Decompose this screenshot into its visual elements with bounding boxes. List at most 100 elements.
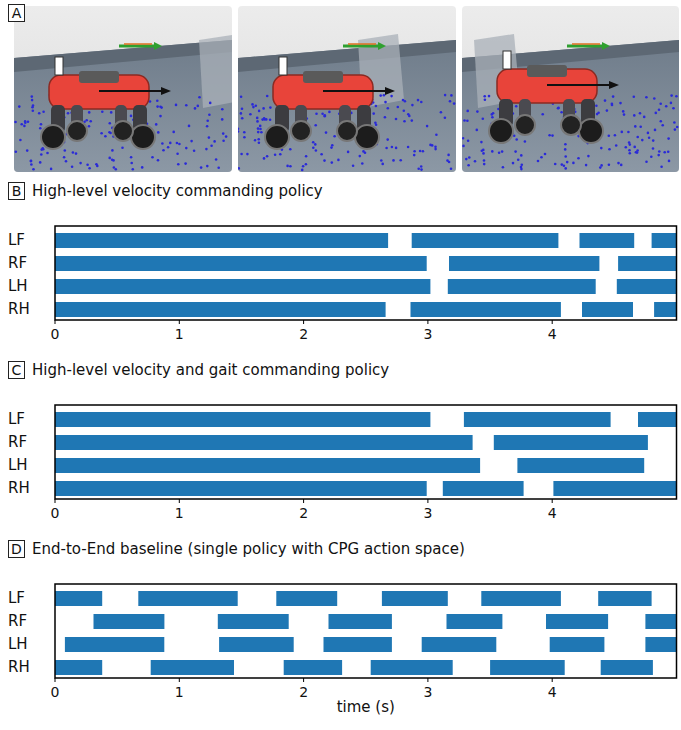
height-sample — [169, 142, 172, 145]
height-sample — [653, 97, 656, 100]
height-sample — [177, 163, 180, 166]
height-sample — [564, 155, 567, 158]
height-sample — [450, 168, 453, 171]
height-sample — [238, 128, 239, 131]
stance-bar — [598, 591, 651, 606]
height-sample — [314, 124, 317, 127]
height-sample — [498, 152, 501, 155]
height-sample — [420, 168, 423, 171]
height-sample — [258, 142, 261, 145]
tick-label: 1 — [175, 327, 184, 341]
height-sample — [411, 104, 414, 107]
height-sample — [176, 152, 179, 155]
height-sample — [315, 149, 318, 152]
height-sample — [111, 149, 114, 152]
height-sample — [474, 160, 477, 163]
height-sample — [85, 119, 88, 122]
height-sample — [636, 149, 639, 152]
height-sample — [561, 163, 564, 166]
height-sample — [629, 143, 632, 146]
height-sample — [623, 113, 626, 116]
height-sample — [481, 149, 484, 152]
height-sample — [206, 165, 209, 168]
height-sample — [417, 168, 420, 171]
height-sample — [331, 144, 334, 147]
height-sample — [484, 98, 487, 101]
height-sample — [208, 114, 211, 117]
height-sample — [449, 100, 452, 103]
scene — [462, 6, 679, 172]
stance-bar — [617, 279, 677, 294]
height-sample — [104, 135, 107, 138]
height-sample — [252, 106, 255, 109]
height-sample — [269, 118, 272, 121]
stance-bar — [55, 279, 430, 294]
height-sample — [652, 147, 655, 150]
height-sample — [30, 160, 33, 163]
height-sample — [608, 163, 611, 166]
height-sample — [676, 126, 679, 129]
tick-mark — [303, 320, 304, 324]
height-sample — [557, 107, 560, 110]
height-sample — [420, 165, 423, 168]
command-arrow — [343, 45, 378, 48]
height-sample — [411, 119, 414, 122]
height-sample — [660, 120, 663, 123]
height-sample — [41, 147, 44, 150]
height-sample — [185, 147, 188, 150]
panel-letter-box: B — [8, 182, 25, 200]
tick-mark — [55, 320, 56, 324]
tick-mark — [179, 678, 180, 682]
floor — [14, 40, 232, 172]
stance-bar — [382, 591, 448, 606]
height-sample — [225, 135, 228, 138]
height-sample — [314, 143, 317, 146]
height-sample — [413, 154, 416, 157]
stance-bar — [138, 591, 237, 606]
height-sample — [520, 168, 523, 171]
height-sample — [665, 105, 668, 108]
height-sample — [372, 112, 375, 115]
height-sample — [208, 136, 211, 139]
height-sample — [641, 139, 644, 142]
stance-bar — [276, 591, 337, 606]
height-sample — [206, 120, 209, 123]
height-sample — [482, 152, 485, 155]
height-sample — [254, 139, 257, 142]
height-sample — [467, 139, 470, 142]
height-sample — [240, 153, 243, 156]
height-sample — [384, 116, 387, 119]
height-sample — [27, 120, 30, 123]
height-sample — [395, 118, 398, 121]
height-sample — [480, 141, 483, 144]
height-sample — [647, 132, 650, 135]
height-sample — [619, 102, 622, 105]
height-sample — [566, 161, 569, 164]
height-sample — [305, 163, 308, 166]
height-sample — [673, 121, 676, 124]
stance-bar — [481, 591, 561, 606]
stance-bar — [652, 233, 677, 248]
height-sample — [391, 146, 394, 149]
height-sample — [257, 138, 260, 141]
panel-letter: A — [12, 6, 22, 20]
height-sample — [465, 158, 468, 161]
tick-label: 2 — [299, 506, 308, 520]
height-sample — [599, 166, 602, 169]
height-sample — [548, 134, 551, 137]
height-sample — [524, 140, 527, 143]
height-sample — [263, 117, 266, 120]
panel-letter-box: D — [8, 540, 25, 558]
stance-bar — [645, 637, 676, 652]
height-sample — [633, 146, 636, 149]
height-sample — [488, 95, 491, 98]
height-sample — [24, 120, 27, 123]
height-sample — [320, 153, 323, 156]
height-sample — [151, 156, 154, 159]
height-sample — [167, 146, 170, 149]
height-sample — [537, 160, 540, 163]
height-sample — [482, 118, 485, 121]
height-sample — [447, 154, 450, 157]
scene — [14, 6, 232, 172]
height-sample — [286, 165, 289, 168]
